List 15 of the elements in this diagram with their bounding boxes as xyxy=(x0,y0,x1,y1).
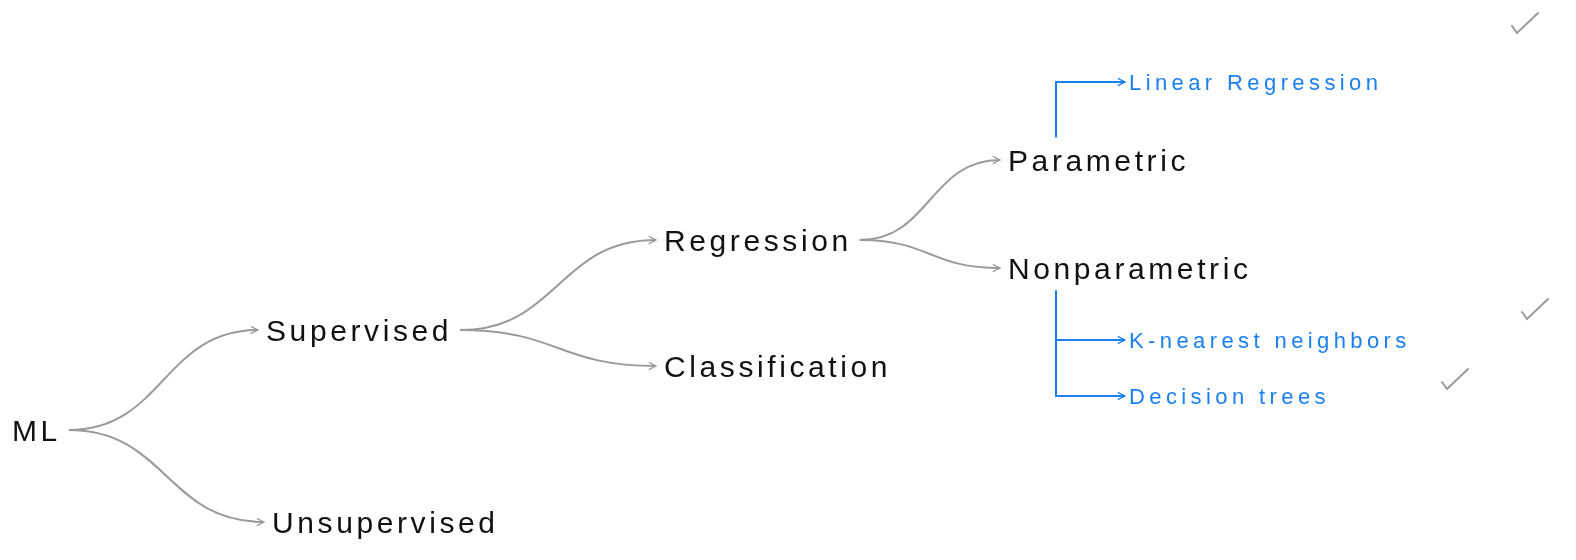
arrow xyxy=(1055,77,1126,139)
arrow xyxy=(858,239,1001,273)
arrow xyxy=(67,429,265,526)
node-label: Decision trees xyxy=(1125,379,1334,413)
node-label: K-nearest neighbors xyxy=(1125,323,1415,357)
arrow xyxy=(1055,289,1126,401)
node-label: Unsupervised xyxy=(268,499,503,545)
node-label: Parametric xyxy=(1004,137,1194,183)
node-label: Nonparametric xyxy=(1004,245,1256,291)
node-label: Regression xyxy=(660,217,856,263)
node-label: Classification xyxy=(660,343,896,389)
node-label: ML xyxy=(8,407,65,453)
node-label: Linear Regression xyxy=(1125,65,1387,99)
arrow xyxy=(459,329,657,371)
node-label: Supervised xyxy=(262,307,457,353)
